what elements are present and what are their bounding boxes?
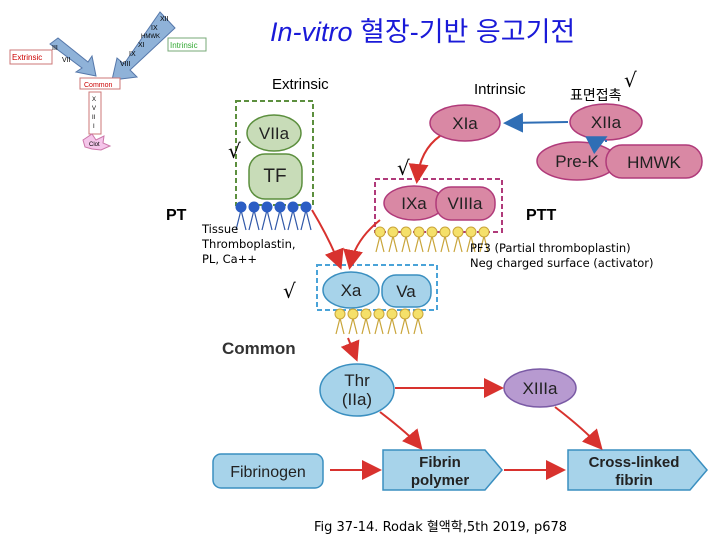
- check-mark-extrinsic: √: [228, 139, 241, 163]
- pf3-line-2: Neg charged surface (activator): [470, 256, 654, 270]
- label-extrinsic: Extrinsic: [272, 76, 329, 93]
- label-va: Va: [396, 282, 416, 301]
- rect-hmwk: [605, 144, 703, 179]
- membrane-tf: [235, 201, 312, 231]
- box-fibrinogen: [212, 453, 324, 489]
- oval-viia: [246, 114, 302, 152]
- arrow-ixa-to-xa: [343, 219, 381, 270]
- check-mark-common: √: [283, 279, 296, 303]
- label-viiia: VIIIa: [448, 194, 484, 213]
- extrinsic-dashed-box: [235, 100, 314, 206]
- thumb-ix1: IX: [151, 25, 158, 32]
- thumb-hmwk: HMWK: [141, 34, 160, 40]
- tissue-line-3: PL, Ca++: [202, 252, 258, 266]
- figure-caption: Fig 37-14. Rodak 혈액학,5th 2019, p678: [314, 520, 568, 535]
- thumb-viii: VIII: [120, 61, 131, 68]
- label-hmwk: HMWK: [627, 153, 681, 172]
- arrow-xiiia-to-crosslinked: [554, 406, 603, 450]
- oval-xiiia: [503, 368, 577, 408]
- pf3-text: PF3 (Partial thromboplastin) Neg charged…: [470, 241, 653, 271]
- tissue-line-2: Thromboplastin,: [202, 237, 296, 251]
- title-rest: 혈장-기반 응고기전: [352, 17, 576, 47]
- pf3-line-1: PF3 (Partial thromboplastin): [470, 241, 631, 255]
- label-crosslinked-2: fibrin: [615, 472, 653, 489]
- label-xiia: XIIa: [591, 113, 622, 132]
- label-thr-1: Thr: [344, 371, 370, 390]
- arrow-xa-to-thr: [340, 337, 360, 362]
- arrow-thr-to-fibrin: [379, 411, 423, 451]
- box-fibrin-polymer: [382, 449, 503, 491]
- oval-xia: [429, 104, 501, 142]
- tissue-line-1: Tissue: [202, 222, 239, 236]
- thumb-intrinsic-label: Intrinsic: [170, 41, 198, 50]
- thumb-ix2: IX: [129, 51, 136, 58]
- thumb-extrinsic-label: Extrinsic: [12, 53, 42, 62]
- label-tf: TF: [263, 166, 286, 187]
- arrow-xia-to-ixa: [408, 135, 441, 184]
- box-crosslinked: [567, 449, 708, 491]
- thumb-xii: XII: [160, 16, 169, 23]
- label-intrinsic: Intrinsic: [474, 81, 526, 98]
- label-prek: Pre-K: [555, 152, 599, 171]
- arrow-xiia-to-xia: [503, 112, 569, 133]
- thumb-clot-burst: [82, 133, 112, 151]
- thumb-common-label: Common: [84, 82, 113, 89]
- rect-tf: [248, 153, 303, 200]
- membrane-prothrombinase: [334, 308, 424, 335]
- oval-thrombin: [319, 363, 395, 417]
- label-viia: VIIa: [259, 124, 290, 143]
- oval-xa: [322, 271, 380, 309]
- thumb-x: X: [92, 97, 96, 103]
- check-mark-intrinsic: √: [397, 156, 410, 180]
- page-title: In-vitro 혈장-기반 응고기전: [270, 10, 575, 49]
- label-xa: Xa: [341, 281, 362, 300]
- label-ptt: PTT: [526, 207, 557, 224]
- arrow-tf-to-xa: [311, 209, 344, 270]
- label-xia: XIa: [452, 114, 478, 133]
- thumb-common-column: [88, 91, 102, 135]
- thumb-vii: VII: [62, 57, 71, 64]
- thumb-clot: Clot: [89, 142, 100, 148]
- label-fibrin-1: Fibrin: [419, 454, 461, 471]
- label-pt: PT: [166, 207, 187, 224]
- thumb-extrinsic-arrow: [49, 37, 97, 77]
- membrane-tenase: [374, 226, 490, 253]
- label-xiiia: XIIIa: [523, 379, 559, 398]
- title-italic: In-vitro: [270, 17, 353, 47]
- thumb-ii: II: [92, 115, 96, 121]
- thumb-common-box: [79, 77, 121, 90]
- thumb-extrinsic-box: [9, 49, 53, 65]
- thumb-intrinsic-box: [167, 37, 207, 52]
- arrow-prek-up: [585, 136, 608, 155]
- tissue-thromboplastin-text: Tissue Thromboplastin, PL, Ca++: [202, 222, 296, 267]
- thumb-v: V: [92, 106, 96, 112]
- thumbnail-cascade: Extrinsic Intrinsic XII IX HMWK XI IX VI…: [9, 11, 207, 151]
- rect-va: [381, 274, 432, 308]
- thumb-intrinsic-arrow: [111, 11, 176, 81]
- tenase-dashed-box: [374, 178, 503, 233]
- label-ixa: IXa: [401, 194, 427, 213]
- label-common: Common: [222, 339, 296, 358]
- rect-viiia: [435, 186, 496, 221]
- label-fibrinogen: Fibrinogen: [230, 464, 306, 481]
- label-thr-2: (IIa): [342, 390, 372, 409]
- thumb-xi: XI: [138, 42, 145, 49]
- thumb-i: I: [93, 124, 95, 130]
- label-surface-contact: 표면접촉: [570, 88, 622, 104]
- label-fibrin-2: polymer: [411, 472, 470, 489]
- thumb-iii: III: [52, 45, 58, 52]
- check-mark-surface: √: [624, 68, 637, 92]
- label-crosslinked-1: Cross-linked: [589, 454, 680, 471]
